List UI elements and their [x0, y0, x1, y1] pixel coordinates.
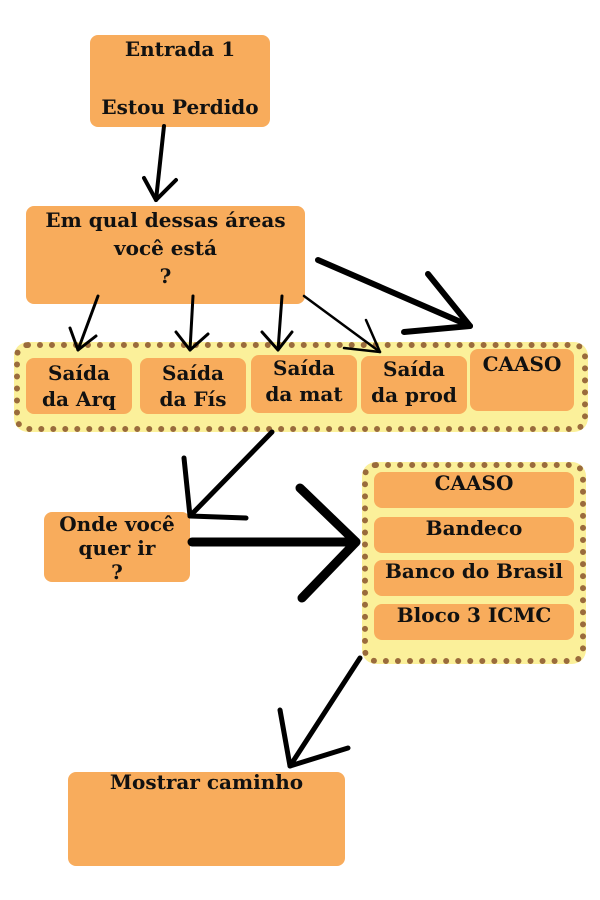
area-option-caaso: CAASO: [470, 349, 574, 411]
area-option-mat-line2: da mat: [265, 382, 343, 406]
area-option-arq: Saída da Arq: [26, 358, 132, 414]
area-option-prod-line2: da prod: [371, 383, 457, 407]
area-option-prod: Saída da prod: [361, 356, 467, 414]
area-option-fis-line1: Saída: [162, 361, 224, 385]
arrow-to-prod: [302, 294, 382, 354]
area-option-mat-line1: Saída: [273, 356, 335, 380]
destination-bloco-3-icmc: Bloco 3 ICMC: [374, 604, 574, 640]
area-option-mat: Saída da mat: [251, 355, 357, 413]
destination-question-line1: Onde você: [59, 512, 175, 536]
destination-caaso-label: CAASO: [434, 471, 514, 495]
arrow-destinations-to-result: [277, 655, 363, 769]
area-question-node: Em qual dessas áreas você está ?: [26, 206, 305, 304]
arrow-destination-question-to-destinations: [187, 483, 361, 603]
area-question-line2: você está: [113, 236, 217, 260]
arrow-to-mat: [260, 294, 294, 352]
entry-subtitle: Estou Perdido: [101, 95, 259, 119]
area-option-fis: Saída da Fís: [140, 358, 246, 414]
area-option-arq-line2: da Arq: [42, 387, 116, 411]
arrow-to-caaso: [315, 257, 473, 335]
arrow-to-arq: [68, 294, 100, 352]
destination-question-line3: ?: [111, 560, 123, 584]
destination-caaso: CAASO: [374, 472, 574, 508]
area-question-line1: Em qual dessas áreas: [45, 208, 286, 232]
area-question-line3: ?: [159, 264, 172, 288]
arrow-entry-to-area-question: [142, 124, 178, 202]
area-option-caaso-line1: CAASO: [482, 352, 562, 376]
area-option-prod-line1: Saída: [383, 357, 445, 381]
result-node: Mostrar caminho: [68, 772, 345, 866]
destination-bandeco-label: Bandeco: [425, 516, 523, 540]
destination-bloco-3-icmc-label: Bloco 3 ICMC: [396, 603, 552, 627]
entry-node: Entrada 1 Estou Perdido: [90, 35, 270, 127]
destination-question-node: Onde você quer ir ?: [44, 512, 190, 584]
arrow-to-fis: [174, 294, 210, 352]
entry-title: Entrada 1: [124, 37, 236, 61]
destination-bandeco: Bandeco: [374, 517, 574, 553]
destination-banco-do-brasil-label: Banco do Brasil: [384, 559, 564, 583]
area-option-fis-line2: da Fís: [159, 387, 227, 411]
result-label: Mostrar caminho: [109, 770, 304, 794]
arrow-options-to-destination-question: [181, 429, 275, 521]
destination-question-line2: quer ir: [78, 536, 156, 560]
area-option-arq-line1: Saída: [48, 361, 110, 385]
destination-banco-do-brasil: Banco do Brasil: [374, 560, 574, 596]
